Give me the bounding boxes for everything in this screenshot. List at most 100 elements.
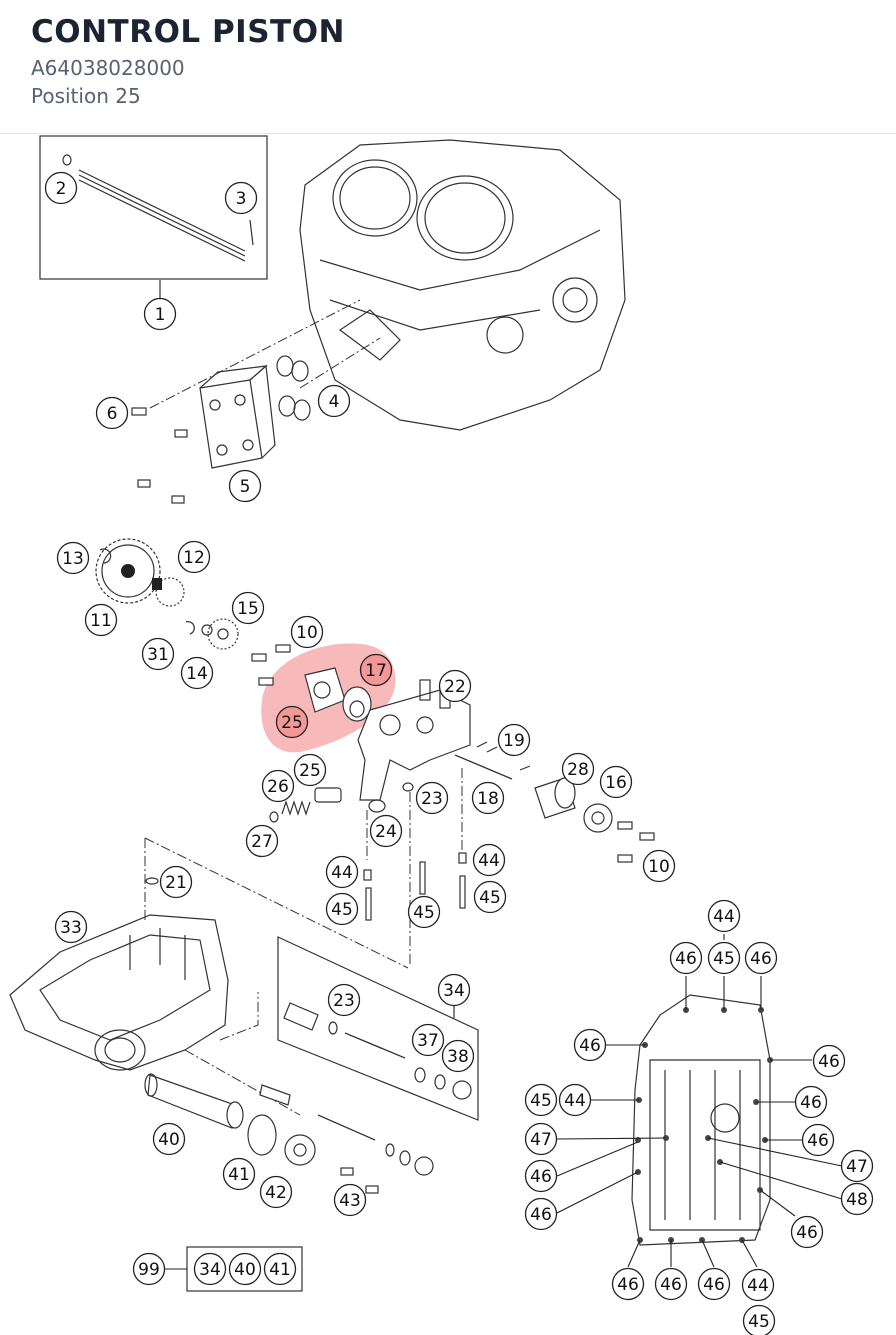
- callout-47[interactable]: 47: [524, 1122, 558, 1156]
- callout-number: 37: [417, 1031, 439, 1051]
- callout-11[interactable]: 11: [84, 603, 118, 637]
- callout-number: 24: [375, 822, 397, 842]
- callout-46[interactable]: 46: [573, 1028, 607, 1062]
- callout-14[interactable]: 14: [180, 656, 214, 690]
- callout-number: 47: [530, 1130, 552, 1150]
- callout-10[interactable]: 10: [642, 849, 676, 883]
- callout-25[interactable]: 25: [275, 705, 309, 739]
- callout-18[interactable]: 18: [471, 781, 505, 815]
- callout-number: 14: [186, 664, 208, 684]
- callout-number: 46: [675, 949, 697, 969]
- callout-number: 46: [530, 1167, 552, 1187]
- callout-5[interactable]: 5: [228, 469, 262, 503]
- callout-number: 46: [796, 1223, 818, 1243]
- callout-23[interactable]: 23: [415, 781, 449, 815]
- callout-33[interactable]: 33: [54, 910, 88, 944]
- callout-46[interactable]: 46: [524, 1159, 558, 1193]
- callout-28[interactable]: 28: [561, 752, 595, 786]
- callout-number: 46: [617, 1275, 639, 1295]
- callout-number: 44: [564, 1091, 586, 1111]
- callout-46[interactable]: 46: [790, 1215, 824, 1249]
- callout-40[interactable]: 40: [152, 1122, 186, 1156]
- engine-block-illustration: [299, 139, 626, 431]
- callout-46[interactable]: 46: [611, 1267, 645, 1301]
- callout-47[interactable]: 47: [840, 1149, 874, 1183]
- oil-filter-group: [144, 1073, 434, 1194]
- callout-number: 13: [62, 549, 84, 569]
- callout-37[interactable]: 37: [411, 1023, 445, 1057]
- callout-46[interactable]: 46: [812, 1044, 846, 1078]
- callout-45[interactable]: 45: [473, 880, 507, 914]
- callout-44[interactable]: 44: [707, 899, 741, 933]
- callout-46[interactable]: 46: [744, 941, 778, 975]
- intermediate-gear: [185, 618, 239, 650]
- callout-44[interactable]: 44: [472, 843, 506, 877]
- callout-number: 46: [660, 1275, 682, 1295]
- callout-number: 46: [800, 1093, 822, 1113]
- callout-19[interactable]: 19: [497, 723, 531, 757]
- callout-number: 45: [331, 900, 353, 920]
- callout-45[interactable]: 45: [407, 895, 441, 929]
- callout-number: 26: [267, 777, 289, 797]
- callout-31[interactable]: 31: [141, 637, 175, 671]
- callout-41[interactable]: 41: [263, 1252, 297, 1286]
- callout-23[interactable]: 23: [327, 983, 361, 1017]
- callout-44[interactable]: 44: [741, 1268, 775, 1302]
- callout-42[interactable]: 42: [259, 1175, 293, 1209]
- callout-10[interactable]: 10: [290, 615, 324, 649]
- callout-4[interactable]: 4: [317, 384, 351, 418]
- callout-99[interactable]: 99: [132, 1252, 166, 1286]
- callout-15[interactable]: 15: [231, 591, 265, 625]
- callout-number: 34: [199, 1260, 221, 1280]
- callout-22[interactable]: 22: [438, 669, 472, 703]
- callout-number: 23: [421, 789, 443, 809]
- callout-34[interactable]: 34: [437, 973, 471, 1007]
- callout-38[interactable]: 38: [441, 1039, 475, 1073]
- callout-number: 47: [846, 1157, 868, 1177]
- callout-41[interactable]: 41: [222, 1157, 256, 1191]
- callout-46[interactable]: 46: [654, 1267, 688, 1301]
- callout-46[interactable]: 46: [669, 941, 703, 975]
- callout-26[interactable]: 26: [261, 769, 295, 803]
- callout-24[interactable]: 24: [369, 814, 403, 848]
- callout-number: 33: [60, 918, 82, 938]
- callout-45[interactable]: 45: [707, 941, 741, 975]
- callout-46[interactable]: 46: [524, 1197, 558, 1231]
- callout-6[interactable]: 6: [95, 396, 129, 430]
- callout-number: 15: [237, 599, 259, 619]
- valve-kit-parts: [283, 1002, 472, 1100]
- callout-40[interactable]: 40: [228, 1252, 262, 1286]
- callout-2[interactable]: 2: [44, 171, 78, 205]
- callout-number: 46: [530, 1205, 552, 1225]
- callout-17[interactable]: 17: [359, 653, 393, 687]
- callout-46[interactable]: 46: [794, 1085, 828, 1119]
- callout-number: 45: [413, 903, 435, 923]
- callout-12[interactable]: 12: [177, 540, 211, 574]
- callout-number: 31: [147, 645, 169, 665]
- callout-3[interactable]: 3: [224, 181, 258, 215]
- callout-44[interactable]: 44: [325, 855, 359, 889]
- callout-45[interactable]: 45: [742, 1304, 776, 1335]
- callout-48[interactable]: 48: [840, 1182, 874, 1216]
- callout-13[interactable]: 13: [56, 541, 90, 575]
- callout-25[interactable]: 25: [293, 753, 327, 787]
- callout-number: 27: [251, 832, 273, 852]
- callout-45[interactable]: 45: [524, 1083, 558, 1117]
- callout-21[interactable]: 21: [159, 865, 193, 899]
- oil-sump-underside: [631, 994, 773, 1246]
- callout-number: 45: [748, 1312, 770, 1332]
- callout-16[interactable]: 16: [599, 765, 633, 799]
- callout-34[interactable]: 34: [193, 1252, 227, 1286]
- valve-kit-box: [277, 936, 479, 1121]
- callout-44[interactable]: 44: [558, 1083, 592, 1117]
- callout-43[interactable]: 43: [333, 1183, 367, 1217]
- exploded-parts-diagram: 1234561010111213141516171819212223232425…: [9, 135, 874, 1335]
- callout-1[interactable]: 1: [143, 297, 177, 331]
- callout-27[interactable]: 27: [245, 824, 279, 858]
- callout-number: 44: [713, 907, 735, 927]
- callout-46[interactable]: 46: [801, 1123, 835, 1157]
- callout-46[interactable]: 46: [697, 1267, 731, 1301]
- callout-number: 1: [155, 305, 166, 325]
- callout-45[interactable]: 45: [325, 892, 359, 926]
